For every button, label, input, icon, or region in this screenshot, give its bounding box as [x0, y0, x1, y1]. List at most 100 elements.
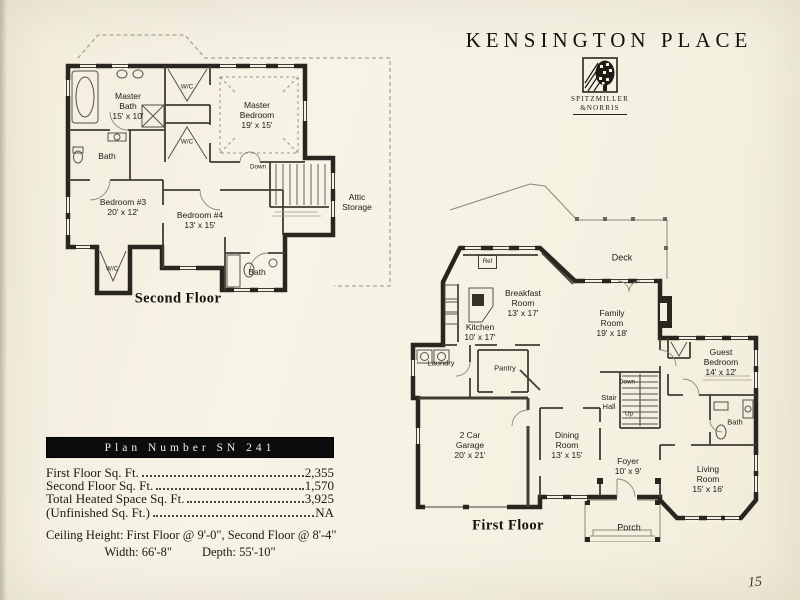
interior-walls	[68, 66, 333, 290]
room-name: Attic Storage	[342, 191, 372, 212]
room-label-bedroom-3: Bedroom #3 20' x 12'	[100, 197, 146, 217]
fine-print-note	[272, 211, 321, 217]
laundry-label: Laundry	[427, 358, 455, 368]
row-value: NA	[315, 504, 334, 520]
row-value: 2,355	[304, 465, 334, 480]
room-label-bath-lower: Bath	[248, 266, 266, 277]
room-dims: 19' x 15'	[241, 120, 273, 131]
room-name: Stair Hall	[601, 393, 617, 411]
room-label-guest-bedroom: Guest Bedroom 14' x 12'	[698, 347, 744, 377]
room-label-bath-upper: Bath	[98, 150, 116, 161]
room-label-kitchen: Kitchen 10' x 17'	[464, 322, 495, 342]
pantry-label: Pantry	[494, 363, 516, 373]
windows	[64, 62, 337, 294]
deck-outline	[449, 183, 668, 279]
room-label-family-room: Family Room 19' x 18'	[594, 308, 630, 338]
windows	[409, 244, 760, 522]
room-name: Kitchen	[465, 321, 495, 332]
porch-outline	[584, 499, 661, 542]
fine-print-note	[703, 375, 752, 381]
room-label-breakfast: Breakfast Room 13' x 17'	[499, 288, 547, 318]
row-label: (Unfinished Sq. Ft.)	[46, 504, 150, 520]
outer-walls	[65, 63, 336, 296]
dot-leader	[141, 466, 304, 477]
publisher-name: SPITZMILLER &NORRIS	[566, 95, 634, 113]
room-label-foyer: Foyer 10' x 9'	[615, 456, 641, 476]
second-floor-plan-drawing	[64, 34, 391, 296]
dot-leader	[153, 506, 315, 517]
room-label-dining: Dining Room 13' x 15'	[549, 430, 585, 460]
publisher-name-line1: SPITZMILLER	[571, 95, 629, 103]
publisher-logo: SPITZMILLER &NORRIS	[566, 57, 634, 115]
tray-ceiling-outline	[219, 76, 299, 154]
stair-hall-label: Stair Hall	[598, 393, 620, 412]
columns	[597, 478, 661, 484]
room-label-bedroom-4: Bedroom #4 13' x 15'	[177, 210, 223, 230]
table-row: (Unfinished Sq. Ft.) NA	[46, 504, 334, 520]
room-dims: 20' x 12'	[107, 207, 139, 217]
roof-outline	[77, 34, 391, 287]
room-dims: 13' x 15'	[184, 220, 216, 230]
room-label-garage: 2 Car Garage 20' x 21'	[452, 430, 488, 460]
table-row: First Floor Sq. Ft. 2,355	[46, 466, 334, 479]
stairs-down-label: Down	[249, 163, 267, 171]
page-edge-shadow	[0, 0, 7, 600]
room-name: Living Room	[696, 463, 720, 484]
room-dims: 19' x 18'	[596, 328, 628, 339]
bath-fixtures	[670, 341, 754, 440]
guest-bath-label: Bath	[727, 417, 743, 427]
depth-note: Depth: 55'-10"	[201, 544, 276, 559]
room-label-attic-storage: Attic Storage	[338, 192, 376, 212]
square-footage-table: First Floor Sq. Ft. 2,355 Second Floor S…	[46, 466, 334, 519]
room-dims: 14' x 12'	[705, 367, 737, 378]
publisher-logo-emblem-icon	[582, 57, 618, 93]
door-swings	[89, 111, 269, 272]
bath-fixtures	[71, 68, 278, 288]
refrigerator-label: Ref	[478, 255, 497, 269]
table-row: Total Heated Space Sq. Ft. 3,925	[46, 492, 334, 505]
deck-label: Deck	[611, 252, 633, 263]
door-swings	[455, 280, 723, 498]
room-name: Master Bath	[115, 90, 141, 111]
outer-walls	[410, 245, 759, 521]
row-value: 1,570	[304, 478, 334, 494]
dimensions-note: Width: 66'-8" Depth: 55'-10"	[46, 545, 334, 560]
room-name: Bedroom #3	[99, 196, 147, 207]
stairs	[275, 164, 326, 205]
porch-label: Porch	[617, 522, 641, 533]
dot-leader	[156, 479, 304, 491]
row-label: Total Heated Space Sq. Ft.	[46, 491, 185, 507]
width-note: Width: 66'-8"	[104, 544, 172, 559]
room-name: Dining Room	[554, 429, 580, 450]
stairs	[622, 374, 658, 426]
room-label-living-room: Living Room 15' x 16'	[690, 464, 726, 494]
table-row: Second Floor Sq. Ft. 1,570	[46, 479, 334, 492]
room-label-master-bedroom: Master Bedroom 19' x 15'	[235, 100, 279, 130]
kitchen-fixtures	[444, 284, 494, 325]
page-title: KENSINGTON PLACE	[465, 28, 753, 52]
second-floor-caption: Second Floor	[134, 290, 222, 307]
room-name: Breakfast Room	[505, 287, 541, 308]
room-name: Foyer	[617, 455, 639, 466]
publisher-name-line2: &NORRIS	[580, 103, 620, 112]
dot-leader	[187, 492, 304, 504]
laundry-fixtures	[416, 349, 450, 364]
room-name: Bedroom #4	[176, 209, 224, 220]
room-label-wc-2: W/C	[180, 138, 194, 146]
room-label-master-bath: Master Bath 15' x 10'	[111, 91, 145, 121]
stairs-down-label: Down	[618, 378, 636, 386]
room-dims: 10' x 9'	[614, 466, 642, 476]
logo-underline	[573, 113, 627, 115]
row-label: Second Floor Sq. Ft.	[46, 478, 154, 494]
room-dims: 15' x 10'	[112, 111, 144, 122]
room-dims: 10' x 17'	[464, 332, 496, 342]
first-floor-caption: First Floor	[472, 517, 544, 534]
row-label: First Floor Sq. Ft.	[46, 465, 139, 480]
room-name: Master Bedroom	[239, 99, 275, 120]
room-name: 2 Car Garage	[455, 429, 485, 450]
room-name: Guest Bedroom	[703, 346, 739, 367]
room-label-wc-1: W/C	[180, 83, 194, 91]
fireplace	[658, 296, 672, 328]
room-dims: 13' x 17'	[507, 308, 539, 319]
